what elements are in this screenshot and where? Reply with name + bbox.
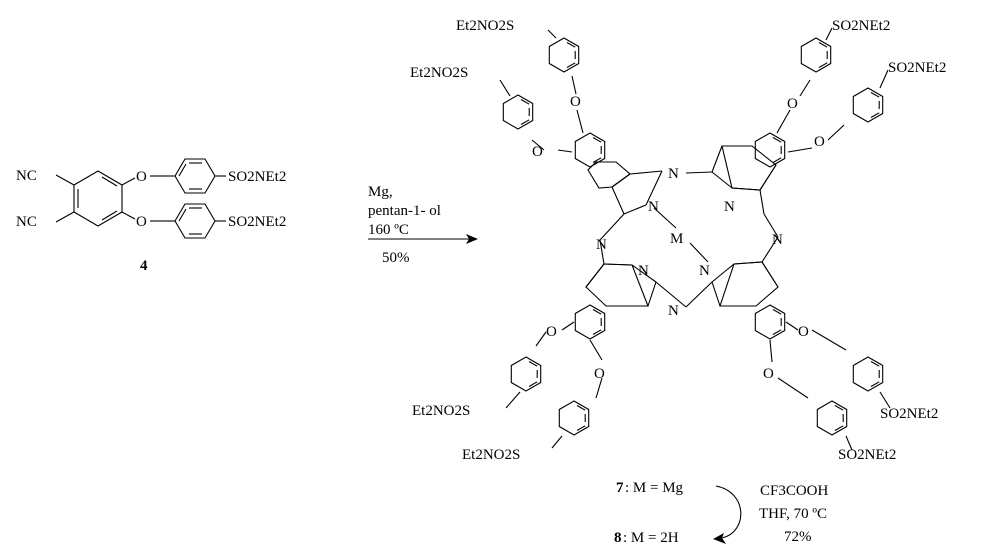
phthalocyanine-core [574, 132, 786, 340]
reaction-arrow-step2 [713, 485, 742, 544]
step2-conditions: THF, 70 ºC [759, 506, 827, 522]
product-oxygen-2: O [532, 144, 543, 160]
compound-7-definition: : M = Mg [625, 480, 684, 496]
product-sulfonamide-ul-1: Et2NO2S [456, 18, 514, 34]
core-nitrogen-inner-ur: N [724, 199, 735, 215]
compound-8-definition: : M = 2H [623, 530, 679, 546]
product-oxygen-5: O [546, 324, 557, 340]
reactant-oxygen-top: O [136, 169, 147, 185]
product-oxygen-8: O [763, 366, 774, 382]
product-sulfonamide-ur-2: SO2NEt2 [888, 60, 946, 76]
compound-7-number: 7 [616, 480, 624, 496]
product-oxygen-6: O [594, 366, 605, 382]
core-nitrogen-inner-ul: N [648, 199, 659, 215]
core-nitrogen-left: N [596, 237, 607, 253]
product-sulfonamide-ll-1: Et2NO2S [412, 403, 470, 419]
reactant-oxygen-bottom: O [136, 214, 147, 230]
reactant-sulfonamide-bottom: SO2NEt2 [228, 214, 286, 230]
step1-temperature: 160 ºC [368, 222, 409, 238]
step1-reagent: Mg, [368, 184, 393, 200]
reactant-nc-top: NC [16, 168, 37, 184]
product-sulfonamide-ur-1: SO2NEt2 [832, 18, 890, 34]
core-nitrogen-inner-lr: N [699, 263, 710, 279]
product-oxygen-1: O [570, 94, 581, 110]
step1-solvent: pentan-1- ol [368, 203, 441, 219]
reactant-structure [55, 158, 226, 239]
reactant-nc-bottom: NC [16, 214, 37, 230]
product-sulfonamide-lr-2: SO2NEt2 [838, 447, 896, 463]
product-sulfonamide-ll-2: Et2NO2S [462, 447, 520, 463]
reactant-number: 4 [140, 258, 148, 274]
reactant-sulfonamide-top: SO2NEt2 [228, 169, 286, 185]
step2-reagent: CF3COOH [760, 483, 829, 499]
core-nitrogen-bottom: N [668, 303, 679, 319]
core-nitrogen-top: N [668, 166, 679, 182]
core-metal-label: M [670, 231, 683, 247]
product-oxygen-3: O [787, 96, 798, 112]
product-oxygen-7: O [798, 324, 809, 340]
product-oxygen-4: O [814, 134, 825, 150]
core-nitrogen-right: N [772, 232, 783, 248]
step1-yield: 50% [382, 250, 410, 266]
aryloxy-substituents [499, 27, 891, 451]
reaction-arrow-step1 [368, 234, 478, 244]
step2-yield: 72% [784, 529, 812, 545]
compound-8-number: 8 [614, 530, 622, 546]
product-sulfonamide-ul-2: Et2NO2S [410, 65, 468, 81]
product-sulfonamide-lr-1: SO2NEt2 [880, 406, 938, 422]
core-nitrogen-inner-ll: N [638, 263, 649, 279]
